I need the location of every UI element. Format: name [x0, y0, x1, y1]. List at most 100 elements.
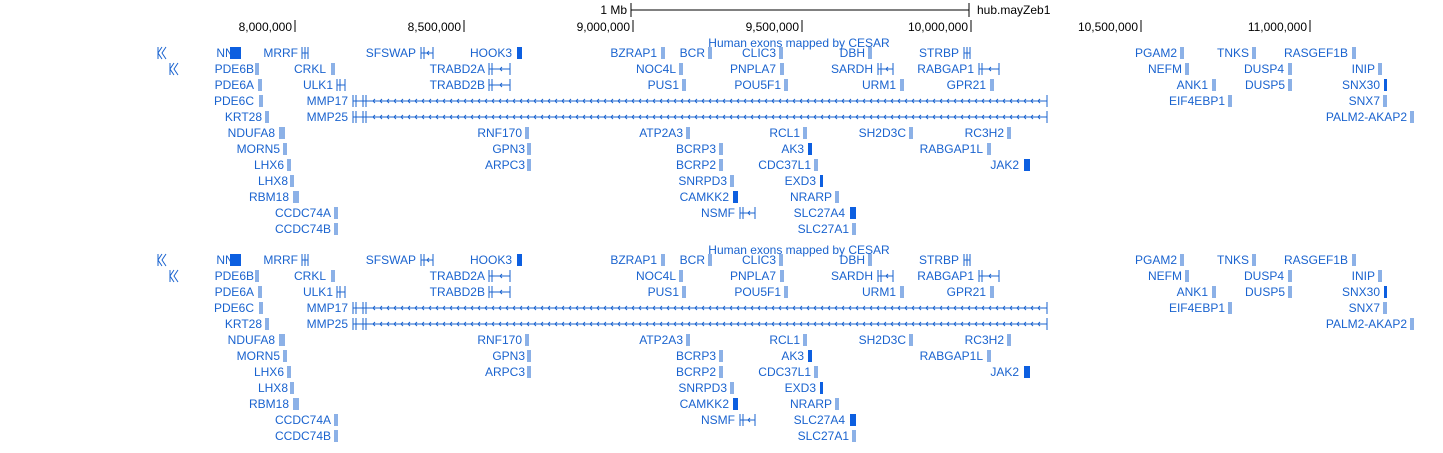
gene-label[interactable]: POU5F1: [734, 285, 781, 299]
gene-feature[interactable]: RABGAP1: [917, 62, 1000, 76]
gene-feature[interactable]: INIP: [1352, 62, 1382, 76]
gene-label[interactable]: RABGAP1: [917, 269, 974, 283]
gene-label[interactable]: GPN3: [492, 349, 525, 363]
gene-feature[interactable]: SFSWAP: [366, 253, 434, 267]
gene-label[interactable]: PDE6A: [215, 285, 254, 299]
gene-feature[interactable]: SNX30: [1342, 78, 1387, 92]
gene-label[interactable]: NSMF: [701, 413, 735, 427]
gene-label[interactable]: NSMF: [701, 206, 735, 220]
gene-label[interactable]: SNX7: [1349, 94, 1381, 108]
gene-feature[interactable]: PGAM2: [1135, 253, 1184, 267]
gene-feature[interactable]: RC3H2: [965, 126, 1011, 140]
gene-feature[interactable]: ARPC3: [485, 158, 531, 172]
gene-label[interactable]: EIF4EBP1: [1169, 301, 1225, 315]
gene-feature[interactable]: ULK1: [303, 285, 346, 299]
gene-feature[interactable]: PDE6A: [215, 78, 262, 92]
gene-feature[interactable]: NEFM: [1148, 62, 1189, 76]
gene-label[interactable]: SNRPD3: [678, 381, 727, 395]
gene-label[interactable]: SH2D3C: [859, 333, 907, 347]
gene-feature[interactable]: STRBP: [919, 253, 971, 267]
gene-feature[interactable]: CCDC74B: [275, 222, 338, 236]
gene-label[interactable]: KRT28: [225, 110, 262, 124]
gene-feature[interactable]: PDE6B: [215, 62, 259, 76]
gene-feature[interactable]: NNT: [216, 46, 241, 60]
gene-label[interactable]: LHX6: [254, 158, 284, 172]
gene-feature[interactable]: RASGEF1B: [1284, 46, 1356, 60]
gene-label[interactable]: RASGEF1B: [1284, 46, 1348, 60]
gene-feature[interactable]: NOC4L: [636, 269, 683, 283]
gene-feature[interactable]: EIF4EBP1: [1169, 301, 1232, 315]
gene-feature[interactable]: RBM18: [249, 190, 299, 204]
gene-label[interactable]: BCRP2: [676, 365, 716, 379]
gene-feature[interactable]: CCDC74A: [275, 413, 338, 427]
gene-feature[interactable]: NEFM: [1148, 269, 1189, 283]
gene-label[interactable]: SLC27A4: [794, 413, 846, 427]
gene-label[interactable]: ULK1: [303, 285, 333, 299]
gene-label[interactable]: LHX8: [258, 174, 288, 188]
gene-label[interactable]: TRABD2A: [430, 62, 485, 76]
gene-label[interactable]: SLC27A1: [798, 222, 850, 236]
gene-feature[interactable]: BCRP3: [676, 142, 723, 156]
gene-feature[interactable]: TRABD2A: [430, 269, 511, 283]
gene-label[interactable]: RCL1: [769, 333, 800, 347]
gene-feature[interactable]: LHX8: [258, 174, 294, 188]
gene-label[interactable]: NDUFA8: [228, 333, 276, 347]
gene-label[interactable]: MMP17: [307, 301, 349, 315]
gene-feature[interactable]: KRT28: [225, 110, 269, 124]
gene-label[interactable]: URM1: [862, 78, 896, 92]
gene-label[interactable]: PNPLA7: [730, 62, 776, 76]
gene-feature[interactable]: RNF170: [477, 333, 529, 347]
gene-label[interactable]: TRABD2A: [430, 269, 485, 283]
gene-label[interactable]: KRT28: [225, 317, 262, 331]
gene-feature[interactable]: RC3H2: [965, 333, 1011, 347]
gene-feature[interactable]: CAMKK2: [680, 190, 738, 204]
gene-feature[interactable]: SLC27A4: [794, 206, 856, 220]
gene-feature[interactable]: PDE6C: [214, 94, 263, 108]
gene-feature[interactable]: TNKS: [1217, 46, 1256, 60]
gene-label[interactable]: STRBP: [919, 46, 959, 60]
gene-label[interactable]: BCRP2: [676, 158, 716, 172]
gene-feature[interactable]: MMP25: [307, 110, 1048, 124]
gene-label[interactable]: TNKS: [1217, 46, 1249, 60]
gene-feature[interactable]: SFSWAP: [366, 46, 434, 60]
gene-label[interactable]: MRRF: [263, 253, 298, 267]
gene-label[interactable]: GPR21: [947, 285, 987, 299]
gene-feature[interactable]: SLC27A4: [794, 413, 856, 427]
gene-label[interactable]: CLIC3: [742, 46, 776, 60]
gene-label[interactable]: GPN3: [492, 142, 525, 156]
gene-feature[interactable]: NSMF: [701, 206, 756, 220]
gene-feature[interactable]: NDUFA8: [228, 333, 285, 347]
gene-label[interactable]: RCL1: [769, 126, 800, 140]
gene-label[interactable]: PUS1: [648, 78, 680, 92]
gene-feature[interactable]: AK3: [781, 349, 812, 363]
gene-feature[interactable]: SNX7: [1349, 301, 1387, 315]
gene-feature[interactable]: ANK1: [1177, 285, 1216, 299]
gene-label[interactable]: CDC37L1: [758, 158, 811, 172]
gene-label[interactable]: RABGAP1L: [920, 349, 984, 363]
gene-label[interactable]: SARDH: [831, 269, 873, 283]
gene-feature[interactable]: LHX6: [254, 158, 291, 172]
gene-label[interactable]: PALM2-AKAP2: [1326, 317, 1407, 331]
gene-feature[interactable]: STRBP: [919, 46, 971, 60]
gene-feature[interactable]: ANK1: [1177, 78, 1216, 92]
gene-label[interactable]: RASGEF1B: [1284, 253, 1348, 267]
gene-label[interactable]: SNX30: [1342, 285, 1380, 299]
gene-feature[interactable]: MORN5: [237, 142, 287, 156]
gene-label[interactable]: MORN5: [237, 142, 281, 156]
gene-label[interactable]: PDE6C: [214, 301, 254, 315]
gene-feature[interactable]: CRKL: [294, 62, 335, 76]
gene-feature[interactable]: BCRP2: [676, 158, 723, 172]
gene-feature[interactable]: RASGEF1B: [1284, 253, 1356, 267]
gene-label[interactable]: SNX7: [1349, 301, 1381, 315]
gene-label[interactable]: JAK2: [990, 158, 1019, 172]
gene-feature[interactable]: PUS1: [648, 285, 686, 299]
gene-label[interactable]: NRARP: [790, 397, 832, 411]
gene-label[interactable]: TRABD2B: [430, 78, 485, 92]
gene-label[interactable]: ANK1: [1177, 285, 1209, 299]
gene-label[interactable]: AK3: [781, 142, 804, 156]
gene-feature[interactable]: ATP2A3: [639, 333, 690, 347]
gene-label[interactable]: PUS1: [648, 285, 680, 299]
gene-feature[interactable]: ULK1: [303, 78, 346, 92]
gene-label[interactable]: SNRPD3: [678, 174, 727, 188]
